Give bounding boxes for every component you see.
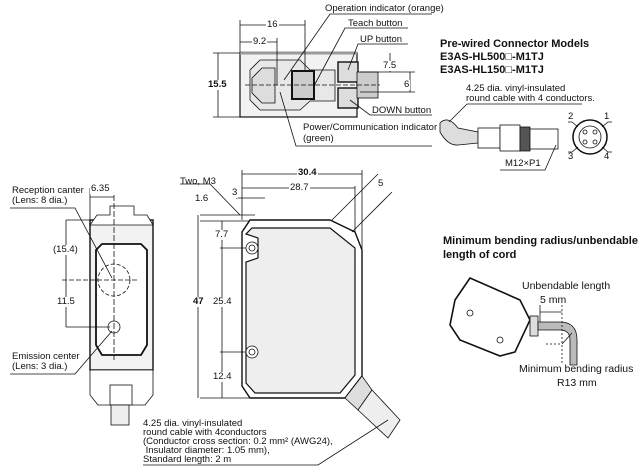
- unbendable-length-label: Unbendable length: [522, 280, 611, 292]
- dim-30-4: 30.4: [297, 167, 318, 178]
- power-indicator-label: Power/Communication indicator: [303, 122, 438, 133]
- dim-47: 47: [192, 296, 205, 307]
- top-view: [213, 13, 432, 147]
- dim-3: 3: [231, 187, 239, 198]
- cable-note-leader: [143, 419, 389, 466]
- up-button-label: UP button: [360, 34, 403, 45]
- pin-3: 3: [568, 151, 574, 162]
- reception-center-label: Reception canter: [12, 185, 84, 196]
- dim-28-7: 28.7: [289, 182, 310, 193]
- side-view: [10, 188, 154, 426]
- min-bending-radius-value: R13 mm: [557, 377, 597, 389]
- dim-16: 16: [266, 19, 279, 30]
- pin-1: 1: [604, 111, 610, 122]
- dim-7-5: 7.5: [382, 60, 398, 71]
- mount-holes-label: Two, M3: [180, 176, 216, 187]
- connector-drawing: [439, 103, 612, 171]
- pin-2: 2: [568, 111, 574, 122]
- emission-center-label: Emission center: [12, 351, 80, 362]
- dim-6-35: 6.35: [90, 183, 111, 194]
- thread-label: M12×P1: [505, 158, 541, 169]
- connector-cable-line2: round cable with 4 conductors.: [466, 93, 595, 104]
- dim-15-5: 15.5: [207, 79, 228, 90]
- dim-11-5: 11.5: [56, 296, 76, 307]
- emission-lens-label: (Lens: 3 dia.): [12, 361, 68, 372]
- dim-6: 6: [403, 79, 411, 90]
- dim-9-2: 9.2: [252, 36, 268, 47]
- dim-12-4: 12.4: [212, 371, 233, 382]
- down-button-label: DOWN button: [372, 105, 432, 116]
- bending-title-line2: length of cord: [443, 249, 517, 261]
- front-view: [180, 170, 401, 439]
- dim-1-6: 1.6: [194, 193, 210, 204]
- connector-models-title: Pre-wired Connector Models: [440, 38, 590, 50]
- cable-note-line4: Insulator diameter: 1.05 mm),: [143, 445, 270, 456]
- dim-25-4: 25.4: [212, 296, 233, 307]
- model-1: E3AS-HL500□-M1TJ: [440, 51, 544, 63]
- bending-diagram: [449, 276, 578, 366]
- reception-lens-label: (Lens: 8 dia.): [12, 195, 68, 206]
- power-indicator-color: (green): [303, 133, 334, 144]
- cable-note-line2: round cable with 4conductors: [143, 427, 267, 438]
- cable-note-line3: (Conductor cross section: 0.2 mm² (AWG24…: [143, 436, 333, 447]
- teach-button-label: Teach button: [348, 18, 403, 29]
- bending-title-line1: Minimum bending radius/unbendable: [443, 235, 638, 247]
- cable-note-line1: 4.25 dia. vinyl-insulated: [143, 418, 243, 429]
- dim-5: 5: [377, 178, 385, 189]
- dim-15-4: (15.4): [52, 244, 79, 255]
- cable-note-line5: Standard length: 2 m: [143, 454, 232, 465]
- min-bending-radius-label: Minimum bending radius: [519, 363, 634, 375]
- operation-indicator-label: Operation indicator (orange): [325, 3, 444, 14]
- model-2: E3AS-HL150□-M1TJ: [440, 64, 544, 76]
- dim-7-7: 7.7: [214, 229, 230, 240]
- unbendable-length-value: 5 mm: [540, 294, 567, 306]
- connector-cable-line1: 4.25 dia. vinyl-insulated: [466, 83, 566, 94]
- pin-4: 4: [604, 151, 610, 162]
